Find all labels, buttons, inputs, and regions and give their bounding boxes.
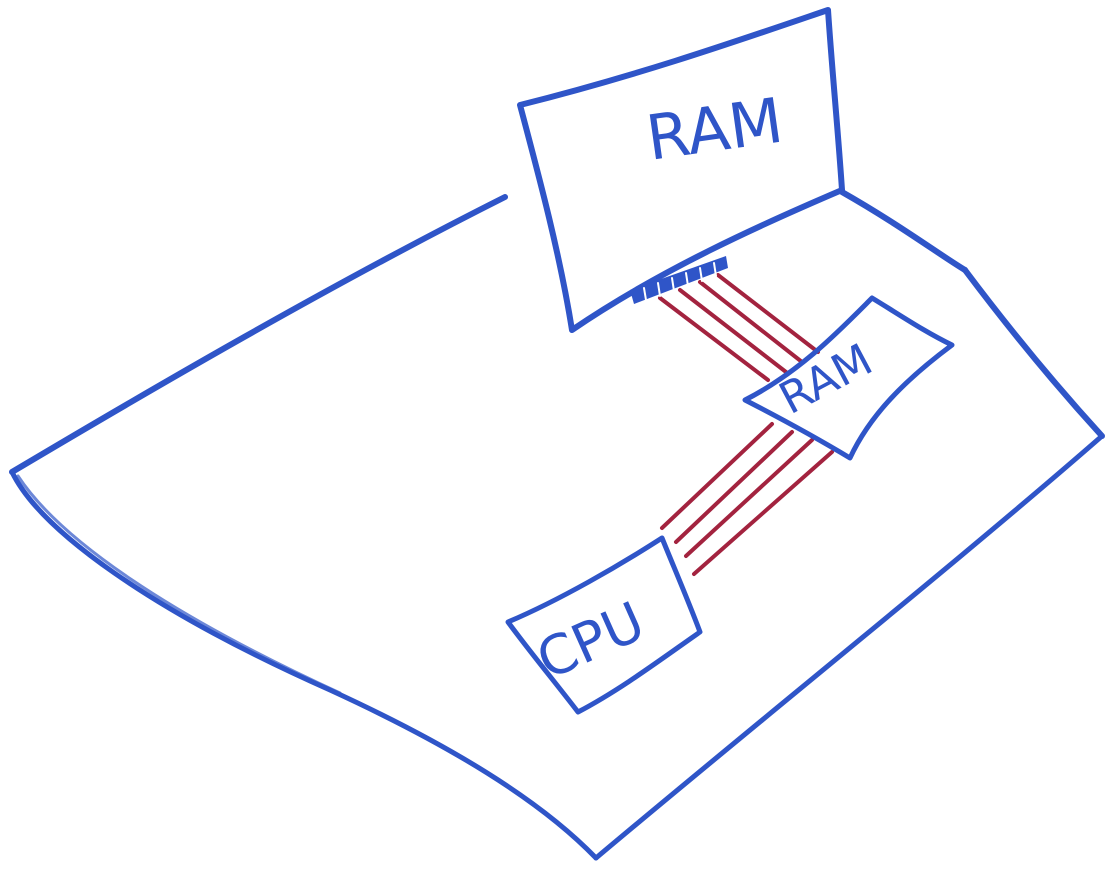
bus-ram-chip-to-cpu	[660, 422, 834, 576]
bus-line	[678, 288, 788, 374]
bus-line	[692, 450, 834, 576]
motherboard-front-edge-left-stroke	[16, 474, 342, 695]
motherboard-back-edge-right	[839, 189, 968, 273]
connector-pin	[685, 272, 689, 287]
cpu-chip-outline	[505, 535, 703, 715]
bus-line	[674, 430, 794, 544]
connector-pin	[643, 287, 647, 301]
motherboard-right-edge	[962, 267, 1105, 439]
connector-pin	[699, 267, 703, 282]
ram-module-label: RAM	[642, 84, 787, 175]
ram-module-outline	[517, 7, 845, 333]
ram-module: RAM	[517, 7, 845, 333]
cpu-chip: CPU	[505, 535, 703, 715]
bus-line	[684, 438, 814, 558]
ram-module-connector-pins	[630, 256, 728, 304]
bus-line	[658, 296, 770, 382]
ram-chip-label: RAM	[771, 334, 880, 425]
bus-ram-module-to-ram-chip	[658, 273, 820, 382]
connector-pin	[671, 277, 675, 292]
motherboard-front-edge-right	[593, 433, 1105, 861]
bus-line	[716, 273, 820, 354]
motherboard-front-edge-left	[9, 469, 599, 861]
bus-line	[698, 280, 804, 364]
motherboard-back-edge-left	[9, 194, 508, 475]
connector-strip	[630, 256, 728, 304]
bus-line	[660, 422, 774, 530]
connector-pin	[657, 282, 661, 297]
ram-chip-outline	[742, 295, 955, 461]
connector-pin	[713, 262, 717, 277]
motherboard-outline	[9, 189, 1105, 861]
